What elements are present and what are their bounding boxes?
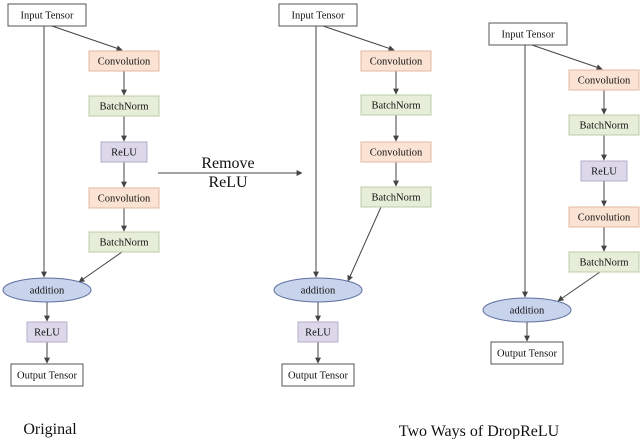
v1-conv-1: Convolution (360, 50, 432, 72)
v2-batchnorm-2-label: BatchNorm (580, 258, 629, 269)
orig-input-tensor: Input Tensor (7, 3, 87, 27)
orig-conv-1-label: Convolution (98, 57, 151, 68)
v1-addition-label: addition (301, 286, 336, 297)
v1-batchnorm-1: BatchNorm (360, 94, 432, 116)
orig-relu-2: ReLU (26, 321, 68, 343)
orig-relu-2-label: ReLU (34, 328, 60, 339)
orig-input-tensor-shape (7, 3, 87, 27)
v1-output-tensor: Output Tensor (281, 363, 355, 387)
v2-relu: ReLU (580, 160, 628, 182)
orig-conv-1-shape (88, 50, 160, 72)
orig-addition-label: addition (30, 286, 65, 297)
orig-batchnorm-1: BatchNorm (88, 95, 160, 117)
v2-edge-in-c1 (531, 44, 603, 71)
orig-batchnorm-1-shape (88, 95, 160, 117)
v2-output-tensor-label: Output Tensor (497, 349, 558, 360)
orig-relu-1-label: ReLU (111, 148, 137, 159)
orig-edge-in-c1 (51, 25, 123, 52)
v1-edge-in-c1 (322, 25, 395, 52)
v2-batchnorm-1: BatchNorm (568, 114, 640, 136)
v1-batchnorm-1-label: BatchNorm (372, 101, 421, 112)
v2-conv-2-shape (568, 206, 640, 228)
v1-batchnorm-1-shape (360, 94, 432, 116)
caption-drop-relu: Two Ways of DropReLU (399, 423, 560, 439)
v1-input-tensor-shape (278, 3, 358, 27)
v2-batchnorm-1-shape (568, 114, 640, 136)
orig-addition-shape (2, 277, 92, 303)
orig-input-tensor-label: Input Tensor (20, 11, 74, 22)
v2-relu-shape (580, 160, 628, 182)
v2-conv-1-shape (568, 69, 640, 91)
orig-batchnorm-2-label: BatchNorm (100, 238, 149, 249)
v1-batchnorm-2: BatchNorm (360, 186, 432, 208)
v1-conv-2: Convolution (360, 141, 432, 163)
v1-relu-label: ReLU (305, 328, 331, 339)
v2-addition: addition (482, 297, 572, 323)
nodes: Input TensorConvolutionBatchNormReLUConv… (2, 3, 640, 387)
orig-output-tensor-shape (10, 363, 84, 387)
v2-addition-label: addition (510, 306, 545, 317)
v1-conv-1-shape (360, 50, 432, 72)
arrow-label-line2: ReLU (208, 174, 248, 191)
v2-conv-2: Convolution (568, 206, 640, 228)
v1-conv-2-label: Convolution (370, 148, 423, 159)
orig-relu-2-shape (26, 321, 68, 343)
orig-output-tensor: Output Tensor (10, 363, 84, 387)
caption-original: Original (23, 421, 77, 438)
v1-input-tensor: Input Tensor (278, 3, 358, 27)
v1-conv-1-label: Convolution (370, 57, 423, 68)
v1-output-tensor-label: Output Tensor (288, 371, 349, 382)
v2-conv-2-label: Convolution (578, 213, 631, 224)
v2-conv-1-label: Convolution (578, 76, 631, 87)
orig-conv-2-shape (88, 187, 160, 209)
v2-output-tensor-shape (490, 341, 564, 365)
v1-relu-shape (297, 321, 339, 343)
arrow-label-line1: Remove (201, 155, 254, 172)
v2-addition-shape (482, 297, 572, 323)
v2-input-tensor-label: Input Tensor (501, 30, 555, 41)
orig-conv-2: Convolution (88, 187, 160, 209)
v2-output-tensor: Output Tensor (490, 341, 564, 365)
v1-input-tensor-label: Input Tensor (291, 11, 345, 22)
v2-input-tensor: Input Tensor (488, 22, 568, 46)
v1-edge-b2-add (347, 206, 382, 282)
v2-conv-1: Convolution (568, 69, 640, 91)
v2-batchnorm-2: BatchNorm (568, 251, 640, 273)
orig-conv-1: Convolution (88, 50, 160, 72)
orig-conv-2-label: Convolution (98, 194, 151, 205)
v2-input-tensor-shape (488, 22, 568, 46)
v2-batchnorm-2-shape (568, 251, 640, 273)
orig-relu-1-shape (100, 141, 148, 163)
v1-addition-shape (273, 277, 363, 303)
orig-relu-1: ReLU (100, 141, 148, 163)
v2-batchnorm-1-label: BatchNorm (580, 121, 629, 132)
v1-batchnorm-2-shape (360, 186, 432, 208)
v1-relu: ReLU (297, 321, 339, 343)
orig-batchnorm-1-label: BatchNorm (100, 102, 149, 113)
v1-batchnorm-2-label: BatchNorm (372, 193, 421, 204)
v1-conv-2-shape (360, 141, 432, 163)
orig-edge-b2-add (78, 251, 123, 283)
v2-relu-label: ReLU (591, 167, 617, 178)
orig-batchnorm-2: BatchNorm (88, 231, 160, 253)
orig-batchnorm-2-shape (88, 231, 160, 253)
orig-output-tensor-label: Output Tensor (17, 371, 78, 382)
v1-output-tensor-shape (281, 363, 355, 387)
v2-edge-b2-add (557, 271, 601, 302)
edges (41, 25, 607, 364)
v1-addition: addition (273, 277, 363, 303)
orig-addition: addition (2, 277, 92, 303)
